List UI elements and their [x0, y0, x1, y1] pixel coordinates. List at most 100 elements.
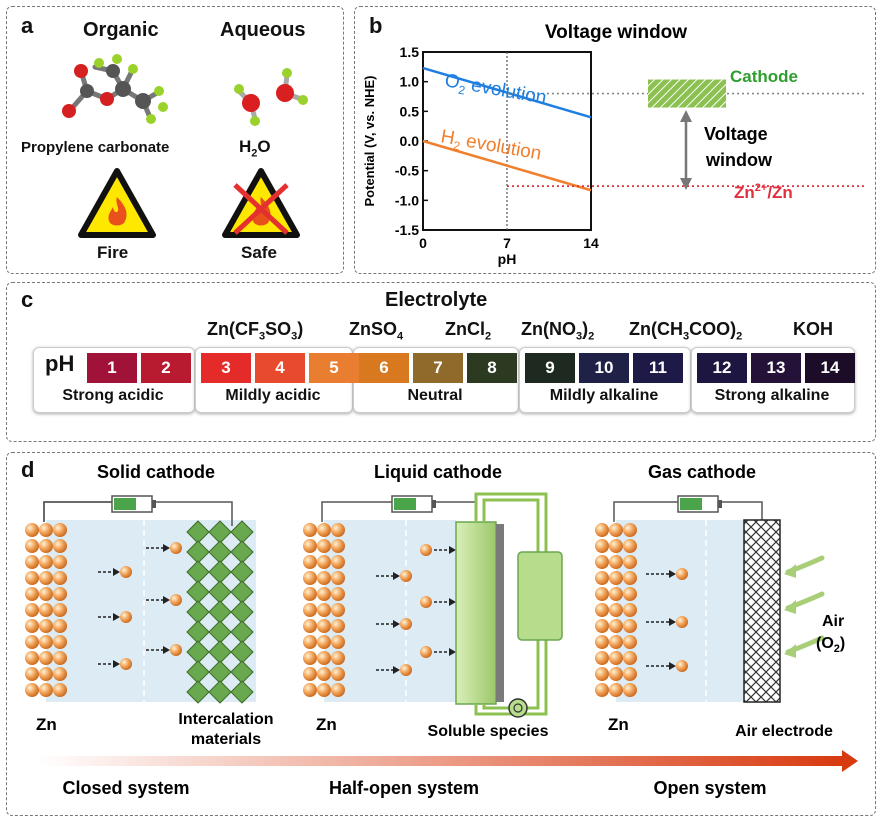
zn-atom	[39, 603, 53, 617]
zn-atom	[53, 523, 67, 537]
zn-atom	[303, 571, 317, 585]
zn-atom	[317, 651, 331, 665]
zn-atom	[317, 667, 331, 681]
y-axis-label: Potential (V, vs. NHE)	[362, 76, 377, 207]
zn-atom	[595, 635, 609, 649]
zn-ion	[120, 658, 132, 670]
zn-atom	[623, 587, 637, 601]
zn-atom	[53, 571, 67, 585]
electrolyte-title: Electrolyte	[385, 289, 488, 311]
cathode-label: Cathode	[730, 67, 798, 86]
battery-charge	[394, 498, 416, 510]
intercalation-label-1: Intercalation	[178, 711, 273, 728]
half-open-system-label: Half-open system	[329, 778, 479, 798]
zn-atom	[623, 603, 637, 617]
zn-atom	[53, 555, 67, 569]
water-molecule-icon	[234, 68, 308, 126]
x-axis-label: pH	[498, 251, 517, 267]
zn-atom	[53, 619, 67, 633]
zn-atom	[39, 683, 53, 697]
zn-atom	[39, 555, 53, 569]
o2-evolution-line	[422, 66, 592, 119]
zn-ion	[120, 566, 132, 578]
zn-atom	[331, 587, 345, 601]
aqueous-title: Aqueous	[220, 19, 306, 41]
zn-atom	[609, 523, 623, 537]
zn-couple-label: Zn2+/Zn	[734, 182, 793, 202]
zn-atom	[331, 571, 345, 585]
panel-a: a Organic Aqueous Propylene carbonate H2…	[6, 6, 344, 274]
zn-atom	[25, 539, 39, 553]
zn-ion	[170, 542, 182, 554]
zn-label-solid: Zn	[36, 715, 57, 734]
zn-atom	[623, 539, 637, 553]
zn-ion	[420, 596, 432, 608]
panel-d: d	[6, 452, 876, 816]
ph-cell: 12	[697, 353, 747, 383]
zn-atom	[609, 683, 623, 697]
zn-atom	[623, 571, 637, 585]
zn-atom	[25, 587, 39, 601]
battery-terminal	[718, 500, 722, 508]
ph-cell: 2	[141, 353, 191, 383]
x-tick-label: 0	[419, 235, 427, 251]
fire-label: Fire	[97, 243, 129, 262]
ion-arrow-head	[113, 568, 120, 576]
battery-terminal	[152, 500, 156, 508]
ph-cell: 3	[201, 353, 251, 383]
zn-atom	[331, 539, 345, 553]
zn-atom	[303, 603, 317, 617]
zn-atom	[303, 555, 317, 569]
ph-cell: 11	[633, 353, 683, 383]
zn-ion	[400, 618, 412, 630]
pump-icon	[508, 698, 528, 718]
zn-atom	[609, 555, 623, 569]
zn-atom	[595, 651, 609, 665]
y-tick-label: 0.0	[400, 133, 420, 149]
zn-ion	[170, 594, 182, 606]
cathode-region	[648, 79, 726, 108]
voltage-window-chart: Voltage window 1.51.00.50.0-0.5-1.0-1.5 …	[362, 22, 866, 267]
salt-label: ZnSO4	[349, 319, 404, 343]
ion-arrow-head	[669, 570, 676, 578]
voltage-window-label-1: Voltage	[704, 124, 768, 144]
salt-label: KOH	[793, 319, 833, 339]
aqueous-caption: H2O	[239, 137, 271, 160]
intercalation-label-2: materials	[191, 731, 261, 748]
zn-atom	[53, 635, 67, 649]
organic-caption: Propylene carbonate	[21, 139, 170, 156]
air-flow-arrow-head	[784, 564, 796, 578]
zn-label-liquid: Zn	[316, 715, 337, 734]
reservoir-tank	[517, 551, 563, 641]
zn-atom	[39, 571, 53, 585]
h2-evolution-label: H2 evolution	[439, 126, 543, 167]
liquid-cathode-chamber	[455, 521, 497, 705]
zn-atom	[25, 603, 39, 617]
salt-label: Zn(NO3)2	[521, 319, 595, 343]
air-electrode-mesh	[743, 519, 781, 703]
ion-arrow-head	[449, 598, 456, 606]
circuit-wire	[613, 501, 763, 522]
zn-atom	[595, 619, 609, 633]
zn-atom	[53, 683, 67, 697]
zn-atom	[609, 667, 623, 681]
zn-atom	[331, 683, 345, 697]
pump-rotor	[513, 703, 523, 713]
battery-terminal	[432, 500, 436, 508]
zn-atom	[25, 555, 39, 569]
ph-cell: 8	[467, 353, 517, 383]
safe-warning-icon	[222, 168, 300, 238]
zn-ion	[676, 660, 688, 672]
zn-atom	[25, 651, 39, 665]
arrow-head-top	[680, 110, 692, 122]
ph-label: pH	[45, 351, 75, 376]
y-ticks: 1.51.00.50.0-0.5-1.0-1.5	[395, 44, 428, 238]
ion-arrow-head	[669, 618, 676, 626]
zn-atom	[609, 587, 623, 601]
battery-charge	[680, 498, 702, 510]
zn-atom	[303, 587, 317, 601]
zn-atom	[39, 635, 53, 649]
closed-system-label: Closed system	[62, 778, 189, 798]
zn-atom	[317, 571, 331, 585]
zn-atom	[331, 555, 345, 569]
